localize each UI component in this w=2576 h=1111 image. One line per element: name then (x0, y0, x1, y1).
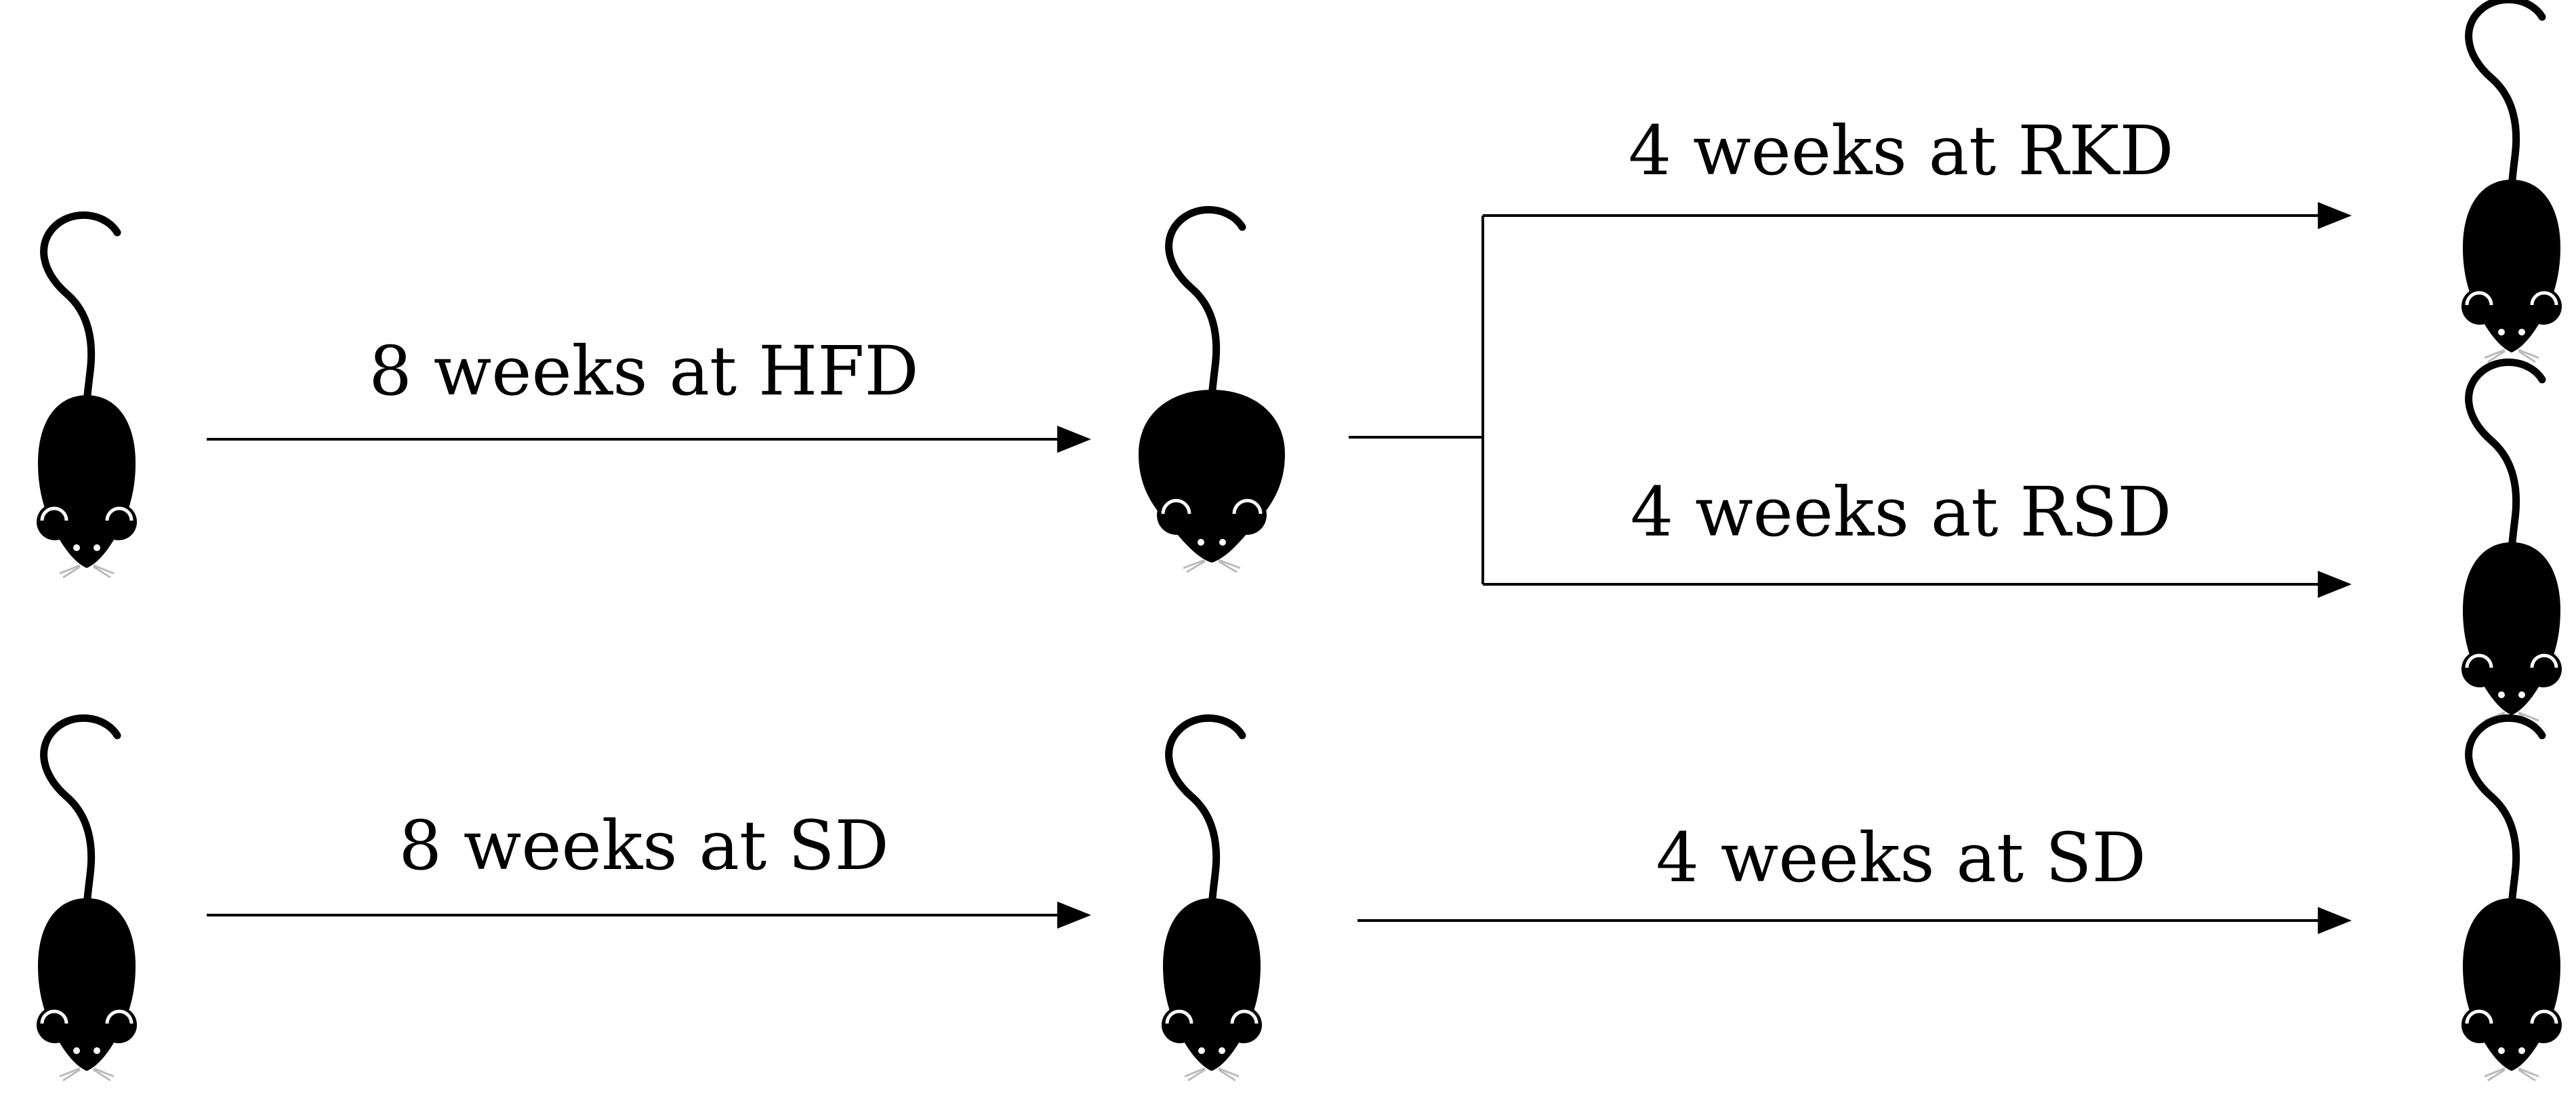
mouse-icon (37, 215, 137, 578)
arrow-icon (2318, 202, 2352, 229)
arrow-icon (2318, 907, 2352, 934)
mouse-icon (37, 718, 137, 1080)
sd-second-label: 4 weeks at SD (1656, 818, 2146, 897)
mouse-icon (2461, 0, 2562, 362)
obese-mouse-icon (1139, 209, 1285, 572)
arrow-icon (1057, 426, 1091, 453)
rsd-label: 4 weeks at RSD (1631, 472, 2172, 552)
mouse-icon (1162, 718, 1262, 1080)
arrow-icon (2318, 571, 2352, 598)
mouse-icon (2461, 718, 2562, 1080)
rkd-label: 4 weeks at RKD (1629, 111, 2174, 190)
mouse-icon (2461, 362, 2562, 725)
arrow-icon (1057, 902, 1091, 929)
hfd-label: 8 weeks at HFD (369, 331, 918, 411)
sd-first-label: 8 weeks at SD (398, 806, 888, 885)
